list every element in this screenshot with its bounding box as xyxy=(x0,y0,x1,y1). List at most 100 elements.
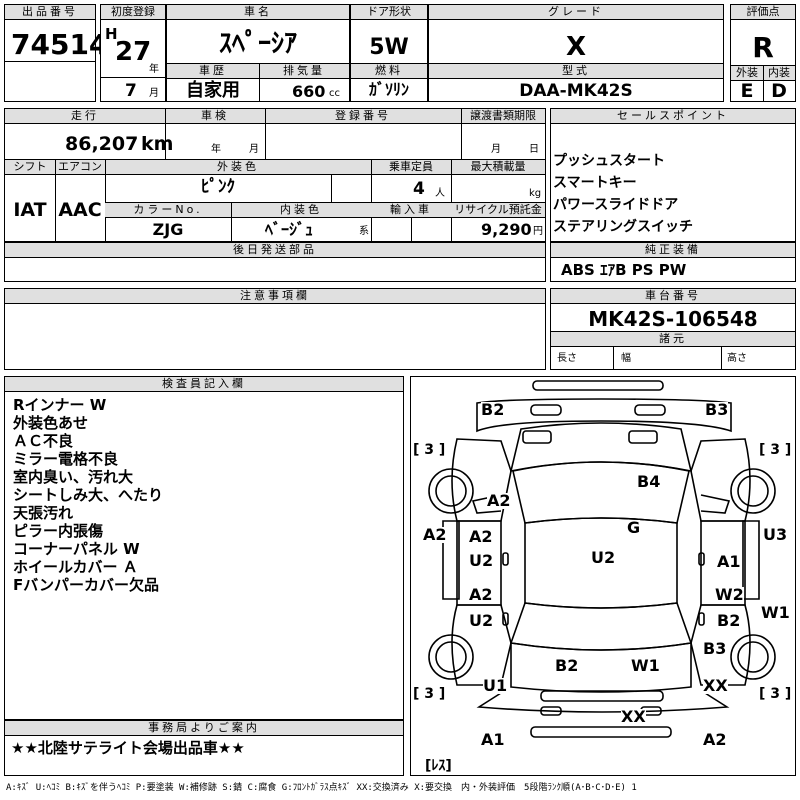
later-parts-label: 後日発送部品 xyxy=(5,243,545,258)
color-number-label: カラーNo. xyxy=(105,203,231,218)
shift-label: シフト xyxy=(5,160,55,175)
model-code: DAA-MK42S xyxy=(519,81,633,101)
score: R xyxy=(752,31,774,64)
door-cell: ドア形状 5W 燃料 ｶﾞｿﾘﾝ xyxy=(350,4,428,102)
transfer-deadline-label: 譲渡書類期限 xyxy=(461,109,545,124)
damage-tailgate-b: B2 xyxy=(555,656,579,675)
inspector-note: ミラー電格不良 xyxy=(13,450,119,468)
chassis-number: MK42S-106548 xyxy=(588,307,758,331)
color-number: ZJG xyxy=(152,220,184,239)
capacity-label: 乗車定員 xyxy=(371,160,451,175)
capacity-unit: 人 xyxy=(435,188,445,199)
exterior-color: ﾋﾟﾝｸ xyxy=(201,177,235,197)
genuine-equipment-block: 純正装備 ABS ｴｱB PS PW xyxy=(550,242,796,282)
caution-label: 注意事項欄 xyxy=(5,289,545,304)
sales-point-item: プッシュスタート xyxy=(553,153,665,169)
recycle-fee: 9,290 xyxy=(481,220,532,239)
inspection-month-unit: 月 xyxy=(249,144,259,155)
inspector-note: ＡＣ不良 xyxy=(13,432,74,450)
damage-front-door-right: A1 xyxy=(717,552,741,571)
recycle-unit: 円 xyxy=(533,226,543,237)
interior-grade: D xyxy=(771,80,787,102)
grade-cell: グレード X 型式 DAA-MK42S xyxy=(428,4,724,102)
damage-front-door-left-u: U2 xyxy=(469,551,494,570)
history-label: 車歴 xyxy=(167,64,259,79)
genuine-equipment: ABS ｴｱB PS PW xyxy=(561,261,687,279)
damage-rear-corner-right: XX xyxy=(703,676,728,695)
car-outline-diagram xyxy=(428,380,776,738)
width-label: 幅 xyxy=(621,353,631,364)
mileage: 86,207 xyxy=(65,133,139,155)
details-block: 走行 車検 登録番号 譲渡書類期限 86,207 km 年 月 月 日 シフト … xyxy=(4,108,546,242)
inspector-note: 室内臭い、汚れ大 xyxy=(13,468,134,486)
inspector-note: Rインナー W xyxy=(13,396,107,414)
damage-rear-door-right-w: W2 xyxy=(715,585,744,604)
displacement: 660 xyxy=(292,82,326,101)
inspector-note: 外装色あせ xyxy=(13,414,89,432)
transfer-day-unit: 日 xyxy=(529,144,539,155)
first-registration-cell: 初度登録 H 27 年 7 月 xyxy=(100,4,166,102)
tire-front-left: [ 3 ] xyxy=(413,442,446,458)
history: 自家用 xyxy=(186,80,240,101)
month-unit: 月 xyxy=(149,88,159,99)
damage-rear-door-left-u: U2 xyxy=(469,611,494,630)
sales-point-block: セールスポイント プッシュスタート スマートキー パワースライドドア ステアリン… xyxy=(550,108,796,242)
damage-rear-door-right-b: B2 xyxy=(717,611,741,630)
caution-block: 注意事項欄 xyxy=(4,288,546,370)
office-notice: ★★北陸サテライト会場出品車★★ xyxy=(11,739,245,757)
inspector-note: ピラー内張傷 xyxy=(13,522,104,540)
inspector-notes-block: 検査員記入欄 Rインナー W 外装色あせ ＡＣ不良 ミラー電格不良 室内臭い、汚… xyxy=(4,376,404,720)
sales-point-label: セールスポイント xyxy=(551,109,795,124)
damage-code-legend: A:ｷｽﾞ U:ﾍｺﾐ B:ｷｽﾞを伴うﾍｺﾐ P:要塗装 W:補修跡 S:錆 … xyxy=(6,783,637,793)
reg-year: 27 xyxy=(115,37,152,67)
specs-label: 諸元 xyxy=(551,332,795,347)
car-name: ｽﾍﾟｰｼｱ xyxy=(218,29,297,59)
grade-label: グレード xyxy=(429,5,723,20)
length-label: 長さ xyxy=(557,353,577,364)
damage-rear-bumper-corner-right: A2 xyxy=(703,730,727,749)
reg-number-label: 登録番号 xyxy=(265,109,461,124)
lot-number-label: 出品番号 xyxy=(5,5,95,20)
inspector-note: シートしみ大、へたり xyxy=(13,486,164,504)
capacity: 4 xyxy=(413,179,425,199)
damage-rear-bumper-corner-left: A1 xyxy=(481,730,505,749)
office-notice-block: 事務局よりご案内 ★★北陸サテライト会場出品車★★ xyxy=(4,720,404,776)
damage-roof: U2 xyxy=(591,548,616,567)
office-notice-label: 事務局よりご案内 xyxy=(5,721,403,736)
ac-label: エアコン xyxy=(55,160,105,175)
mileage-label: 走行 xyxy=(5,109,165,124)
inspector-note: コーナーパネル W xyxy=(13,540,140,558)
mileage-unit: km xyxy=(141,133,174,155)
interior-color-label: 内装色 xyxy=(231,203,371,218)
max-load-unit: kg xyxy=(529,188,542,199)
chassis-number-label: 車台番号 xyxy=(551,289,795,304)
car-name-label: 車名 xyxy=(167,5,349,20)
damage-windshield: G xyxy=(627,518,641,537)
damage-front-fender-left: A2 xyxy=(487,491,511,510)
door-label: ドア形状 xyxy=(351,5,427,20)
damage-front-door-left-a: A2 xyxy=(469,527,493,546)
model-label: 型式 xyxy=(429,64,723,79)
damage-front-bumper-right: B3 xyxy=(705,400,729,419)
damage-left-side: A2 xyxy=(423,525,447,544)
import-label: 輸入車 xyxy=(371,203,451,218)
damage-rear-quarter-right: W1 xyxy=(761,603,790,622)
spare-tire: [ﾚｽ] xyxy=(425,758,452,774)
era: H xyxy=(105,25,118,43)
score-cell: 評価点 R 外装 内装 E D xyxy=(730,4,796,102)
damage-tailgate-w: W1 xyxy=(631,656,660,675)
year-unit: 年 xyxy=(149,64,159,75)
score-label: 評価点 xyxy=(731,5,795,20)
exterior-color-label: 外装色 xyxy=(105,160,371,175)
transfer-month-unit: 月 xyxy=(491,144,501,155)
door-type: 5W xyxy=(369,35,409,60)
lot-number: 74514 xyxy=(11,28,109,61)
tire-rear-left: [ 3 ] xyxy=(413,686,446,702)
shift: IAT xyxy=(13,199,47,221)
interior-color: ﾍﾞｰｼﾞｭ xyxy=(265,220,314,239)
sales-point-item: パワースライドドア xyxy=(553,197,679,213)
inspection-year-unit: 年 xyxy=(211,144,221,155)
tire-front-right: [ 3 ] xyxy=(759,442,792,458)
inspector-notes-label: 検査員記入欄 xyxy=(5,377,403,392)
interior-color-unit: 系 xyxy=(359,226,369,237)
